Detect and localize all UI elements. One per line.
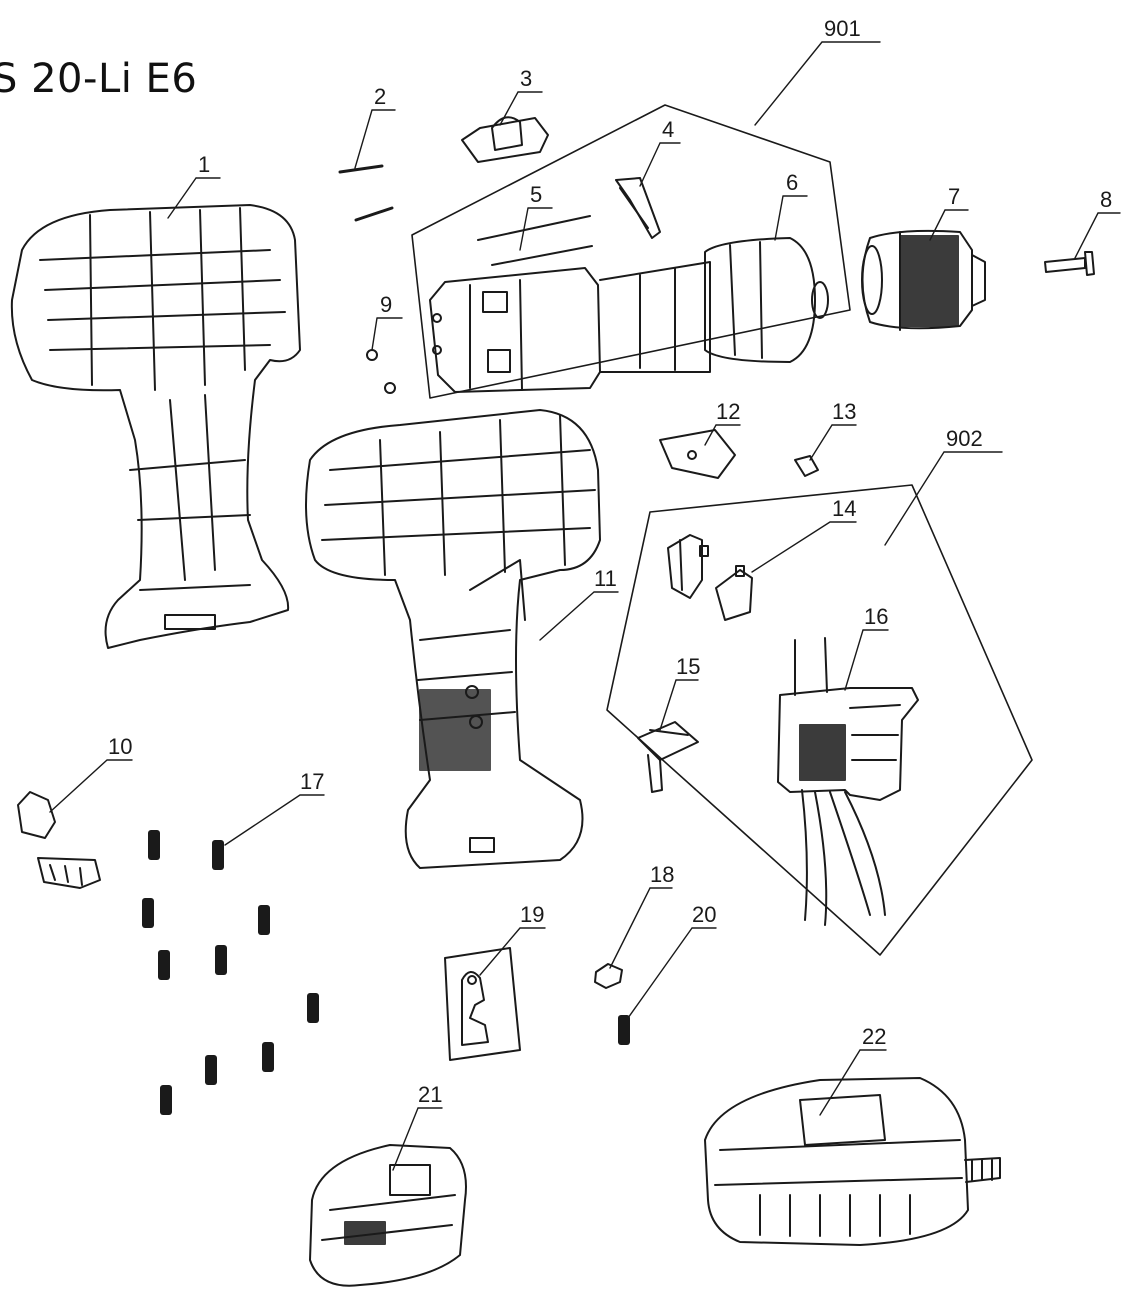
part-22-charger xyxy=(704,1077,1001,1246)
callout-16: 16 xyxy=(864,604,888,629)
part-2-pins xyxy=(338,164,394,222)
part-7-chuck xyxy=(861,229,986,331)
callout-4: 4 xyxy=(662,117,674,142)
callout-5: 5 xyxy=(530,182,542,207)
part-12-plate xyxy=(659,429,736,479)
callout-6: 6 xyxy=(786,170,798,195)
part-4-bracket xyxy=(615,177,661,239)
part-6-motor-gearbox xyxy=(429,237,829,393)
callout-9: 9 xyxy=(380,292,392,317)
part-14-contacts xyxy=(667,534,753,621)
part-21-battery xyxy=(309,1144,467,1287)
callout-10: 10 xyxy=(108,734,132,759)
callout-7: 7 xyxy=(948,184,960,209)
callout-2: 2 xyxy=(374,84,386,109)
callout-18: 18 xyxy=(650,862,674,887)
callout-3: 3 xyxy=(520,66,532,91)
callout-14: 14 xyxy=(832,496,856,521)
part-19-plate xyxy=(444,947,521,1061)
callout-15: 15 xyxy=(676,654,700,679)
part-16-trigger-switch xyxy=(777,637,919,926)
part-3-clip xyxy=(461,116,549,163)
callout-13: 13 xyxy=(832,399,856,424)
part-13-clip xyxy=(794,455,819,477)
diagram-title: S 20-Li E6 xyxy=(0,56,198,102)
assembly-901-outline xyxy=(411,104,851,399)
part-9-balls xyxy=(366,349,396,394)
callout-1: 1 xyxy=(198,152,210,177)
callout-901: 901 xyxy=(824,16,861,41)
part-10-brackets xyxy=(17,791,101,889)
callout-19: 19 xyxy=(520,902,544,927)
part-17-screws xyxy=(142,830,319,1115)
part-18-nut xyxy=(594,963,623,989)
assembly-902-outline xyxy=(606,484,1033,956)
callout-22: 22 xyxy=(862,1024,886,1049)
part-8-bolt xyxy=(1044,251,1095,276)
callout-21: 21 xyxy=(418,1082,442,1107)
callout-8: 8 xyxy=(1100,187,1112,212)
leader-lines xyxy=(49,41,1121,1171)
part-15-bracket xyxy=(637,721,699,793)
callout-11: 11 xyxy=(594,566,617,591)
part-5-wires xyxy=(477,215,593,266)
part-20-screw xyxy=(618,1015,630,1045)
callout-labels: 1 2 3 4 5 6 7 8 9 901 10 11 12 13 902 14… xyxy=(108,16,1112,1107)
callout-902: 902 xyxy=(946,426,983,451)
callout-17: 17 xyxy=(300,769,324,794)
callout-20: 20 xyxy=(692,902,716,927)
part-1-housing-half xyxy=(10,204,301,649)
part-11-housing xyxy=(305,409,601,869)
callout-12: 12 xyxy=(716,399,740,424)
